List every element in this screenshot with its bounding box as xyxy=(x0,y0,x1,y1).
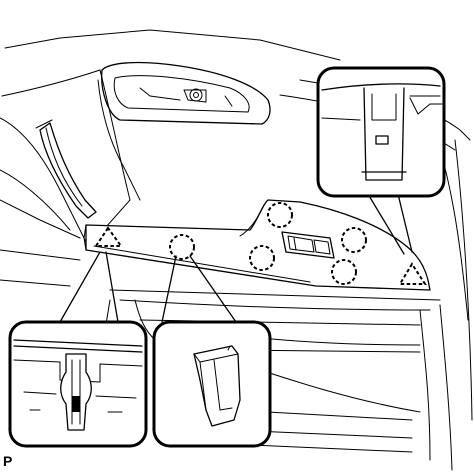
circle-dashed-icon xyxy=(331,259,357,285)
trim-removal-tool xyxy=(35,119,97,219)
circle-dashed-icon xyxy=(169,234,195,260)
circle-dashed-icon xyxy=(267,202,293,228)
callout-claw-side-view xyxy=(152,320,272,448)
triangle-dashed-icon xyxy=(398,262,427,285)
circle-dashed-icon xyxy=(341,227,367,253)
switch-base-panel xyxy=(83,199,431,291)
callout-clip-detail xyxy=(8,320,148,448)
callout-claw-detail xyxy=(316,66,446,198)
inside-handle-bezel xyxy=(97,61,271,201)
clip-markers xyxy=(94,226,427,285)
callout-leaders xyxy=(59,193,413,323)
circle-dashed-icon xyxy=(249,245,275,271)
figure-code-label: P xyxy=(3,453,13,469)
claw-markers xyxy=(169,202,367,285)
